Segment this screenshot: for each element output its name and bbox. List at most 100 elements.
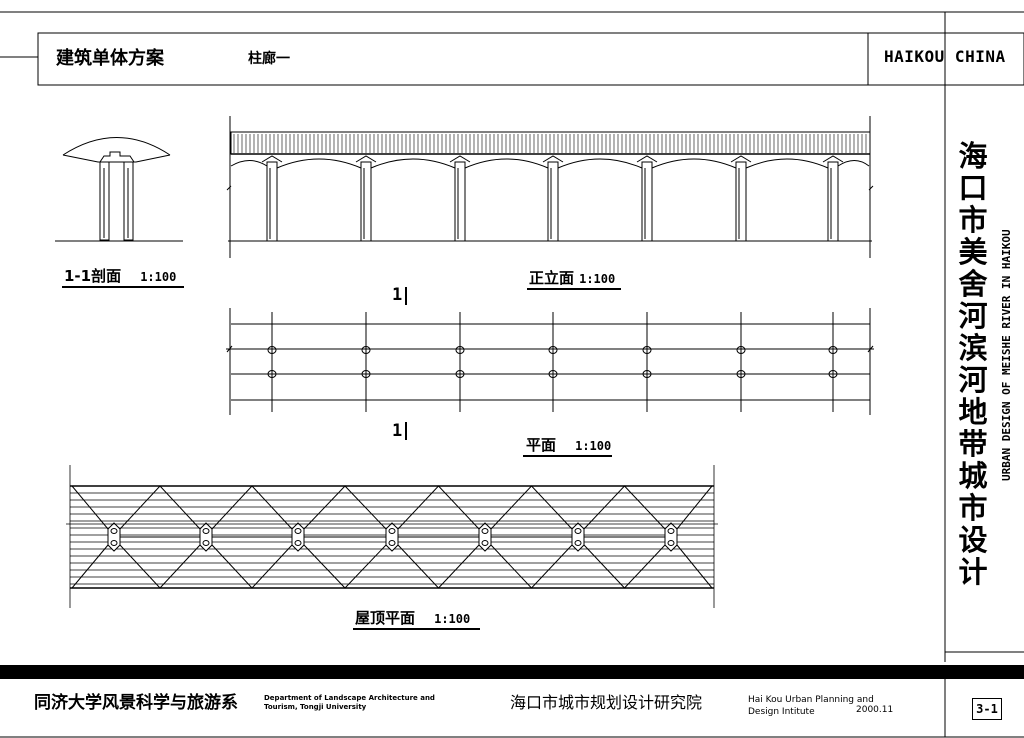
roof-node-column <box>574 528 582 534</box>
elevation-arch <box>557 158 643 169</box>
roof-node-column <box>294 528 302 534</box>
elevation-title: 正立面 <box>529 269 575 287</box>
roof-brace <box>211 485 293 530</box>
institute-name: 海口市城市规划设计研究院 <box>510 693 703 712</box>
elevation-column <box>360 161 372 242</box>
roof-brace <box>71 544 109 589</box>
drawing-category-title: 建筑单体方案 <box>56 48 164 69</box>
roof-brace <box>303 485 387 530</box>
roof-plan-scale: 1:100 <box>434 612 471 626</box>
location-label: HAIKOU CHINA <box>884 47 1006 66</box>
elevation-column <box>827 161 839 242</box>
elevation-arch <box>230 160 268 167</box>
drawing-subtitle: 柱廊一 <box>248 51 290 67</box>
roof-node <box>199 522 213 552</box>
section-scale: 1:100 <box>140 270 177 284</box>
roof-node <box>385 522 399 552</box>
roof-node-column <box>481 528 489 534</box>
plan-column <box>361 346 371 354</box>
institute-name-en: Hai Kou Urban Planning and Design Intitu… <box>748 695 874 717</box>
elevation-arch <box>276 158 362 169</box>
plan-column <box>642 370 652 378</box>
department-name-en: Department of Landscape Architecture and… <box>264 694 435 711</box>
roof-brace <box>119 485 201 530</box>
elevation-column <box>454 161 466 242</box>
elevation-column <box>547 161 559 242</box>
elevation-scale: 1:100 <box>579 272 616 286</box>
school-name: 同济大学风景科学与旅游系 <box>34 693 238 713</box>
roof-node <box>664 522 678 552</box>
section-label: 1-1剖面 1:100 <box>64 268 176 284</box>
plan-drawing <box>226 287 874 457</box>
sheet-number: 3-1 <box>972 698 1002 720</box>
roof-brace <box>676 485 713 530</box>
roof-node-column <box>202 540 210 546</box>
roof-brace <box>397 485 480 530</box>
plan-column <box>828 370 838 378</box>
elevation-label: 正立面 1:100 <box>529 270 615 286</box>
roof-brace <box>211 544 293 589</box>
cut-mark-top: 1 <box>392 285 403 305</box>
cut-mark-bottom: 1 <box>392 421 403 441</box>
column-capital <box>730 155 752 163</box>
column-capital <box>636 155 658 163</box>
roof-node-column <box>667 528 675 534</box>
elevation-drawing <box>226 116 874 290</box>
sheet-frame <box>0 11 1024 738</box>
roof-plan-label: 屋顶平面 1:100 <box>355 610 470 626</box>
roof-node-column <box>202 528 210 534</box>
issue-date: 2000.11 <box>856 705 894 715</box>
roof-node-column <box>481 540 489 546</box>
plan-column <box>642 346 652 354</box>
elevation-column <box>266 161 278 242</box>
roof-brace <box>490 485 573 530</box>
column-capital <box>261 155 283 163</box>
plan-column <box>267 370 277 378</box>
roof-node-column <box>110 528 118 534</box>
project-title-en: URBAN DESIGN OF MEISHE RIVER IN HAIKOU <box>1000 229 1013 481</box>
elevation-column <box>735 161 747 242</box>
roof-brace <box>397 544 480 589</box>
roof-node-column <box>574 540 582 546</box>
roof-brace <box>583 544 666 589</box>
roof-node-column <box>388 528 396 534</box>
elevation-arch <box>651 158 737 169</box>
roof-node-column <box>110 540 118 546</box>
section-drawing <box>55 137 184 288</box>
elevation-arch <box>370 158 456 169</box>
column-capital <box>355 155 377 163</box>
roof-node <box>291 522 305 552</box>
plan-column <box>548 346 558 354</box>
roof-brace <box>119 544 201 589</box>
roof-node-column <box>388 540 396 546</box>
roof-brace <box>490 544 573 589</box>
roof-plan-drawing <box>66 465 718 630</box>
roof-node <box>571 522 585 552</box>
project-title-cn: 海 口 市 美 舍 河 滨 河 地 带 城 市 设 计 <box>958 139 988 589</box>
section-title: 1-1剖面 <box>64 267 122 285</box>
elevation-arch <box>837 160 870 167</box>
plan-scale: 1:100 <box>575 439 612 453</box>
roof-node-column <box>294 540 302 546</box>
roof-brace <box>71 485 109 530</box>
roof-brace <box>583 485 666 530</box>
plan-column <box>361 370 371 378</box>
roof-brace <box>676 544 713 589</box>
elevation-arch <box>464 158 549 169</box>
roof-node <box>107 522 121 552</box>
column-capital <box>449 155 471 163</box>
plan-title: 平面 <box>526 436 557 454</box>
column-capital <box>542 155 564 163</box>
plan-column <box>736 370 746 378</box>
plan-column <box>455 346 465 354</box>
elevation-arch <box>745 158 829 169</box>
plan-column <box>455 370 465 378</box>
elevation-column <box>641 161 653 242</box>
plan-column <box>828 346 838 354</box>
plan-column <box>267 346 277 354</box>
roof-plan-title: 屋顶平面 <box>355 609 416 627</box>
plan-label: 平面 1:100 <box>526 437 611 453</box>
plan-column <box>548 370 558 378</box>
roof-brace <box>303 544 387 589</box>
